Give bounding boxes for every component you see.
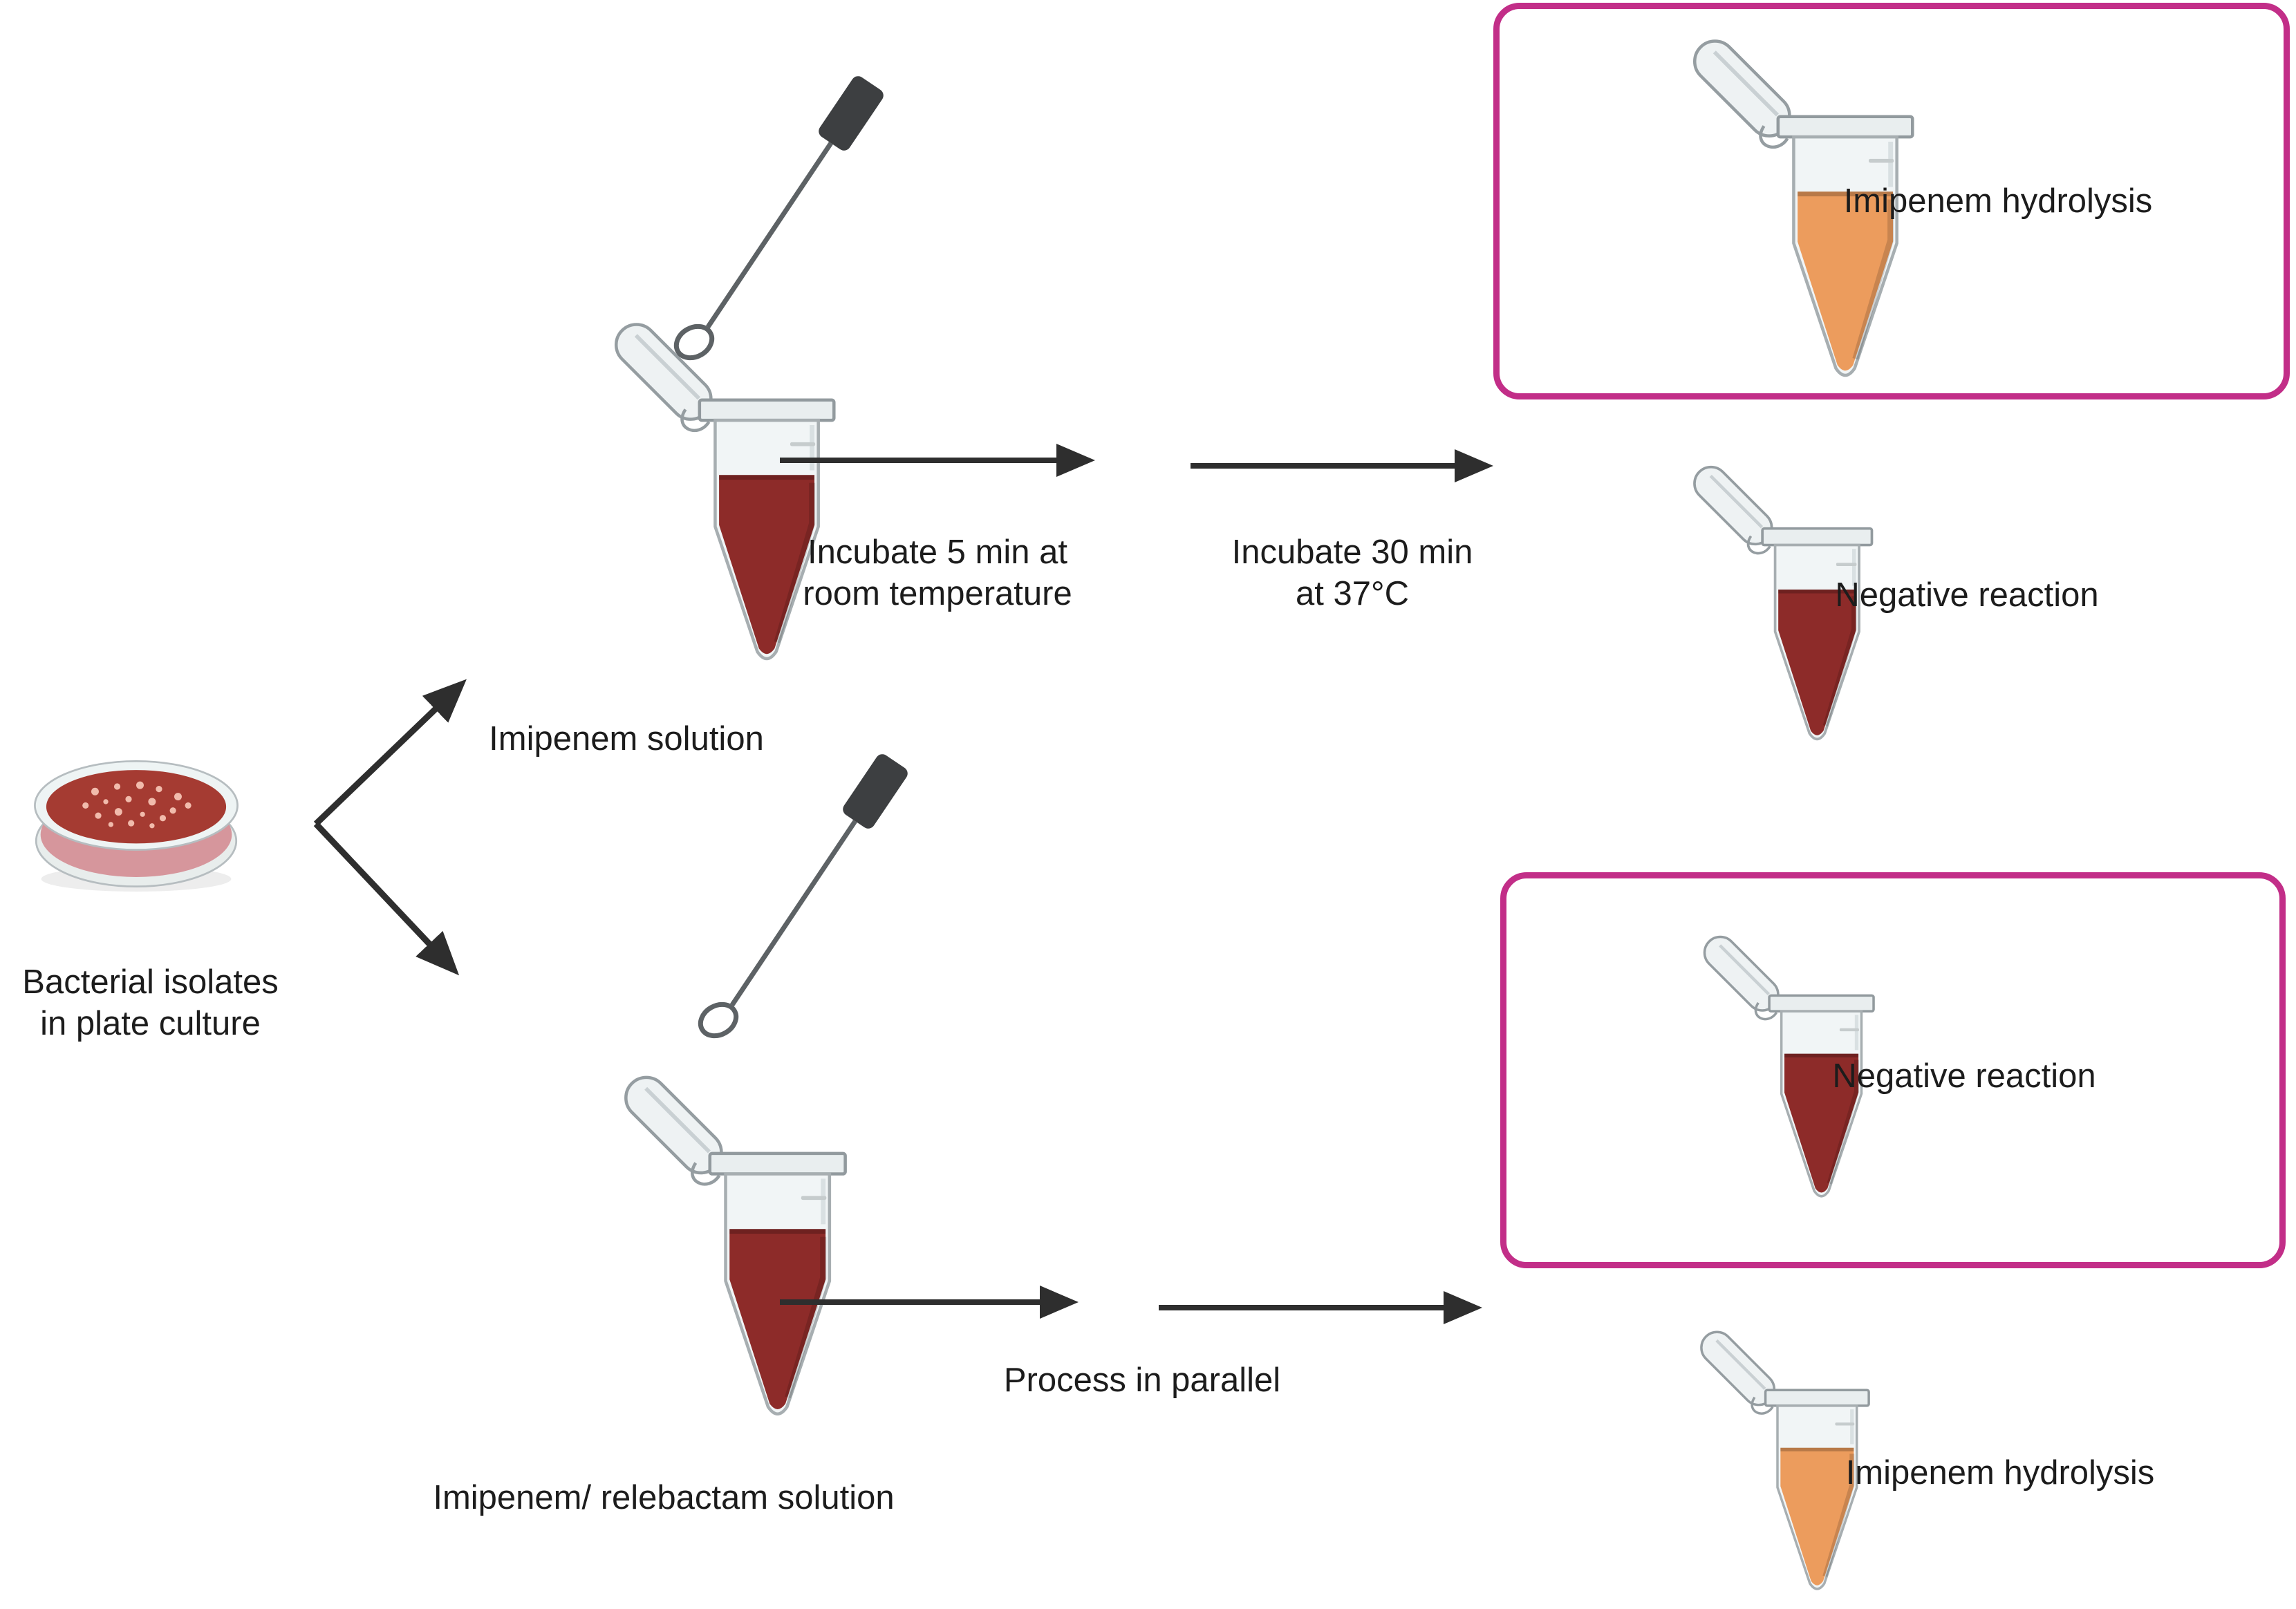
imipenem-relebactam-solution-label: Imipenem/ relebactam solution — [433, 1479, 895, 1516]
incubate-rt-label: Incubate 5 min at room temperature — [803, 534, 1072, 612]
result-imipenem-hydrolysis-label: Imipenem hydrolysis — [1843, 182, 2153, 220]
imipenem-solution-label: Imipenem solution — [489, 720, 764, 758]
result-imipenem-hydrolysis-bottom-label: Imipenem hydrolysis — [1845, 1454, 2155, 1492]
result-box-imipenem-hydrolysis — [1493, 3, 2290, 399]
result-negative-boxed-label: Negative reaction — [1832, 1057, 2096, 1095]
source-label: Bacterial isolates in plate culture — [22, 963, 279, 1042]
incubate-37-label: Incubate 30 min at 37°C — [1231, 534, 1473, 612]
result-negative-label: Negative reaction — [1835, 576, 2099, 614]
branch-arrow-down-icon — [313, 821, 460, 976]
process-parallel-label: Process in parallel — [1003, 1362, 1281, 1399]
result-box-negative-reaction — [1500, 872, 2286, 1268]
branch-arrow-up-icon — [313, 679, 467, 827]
